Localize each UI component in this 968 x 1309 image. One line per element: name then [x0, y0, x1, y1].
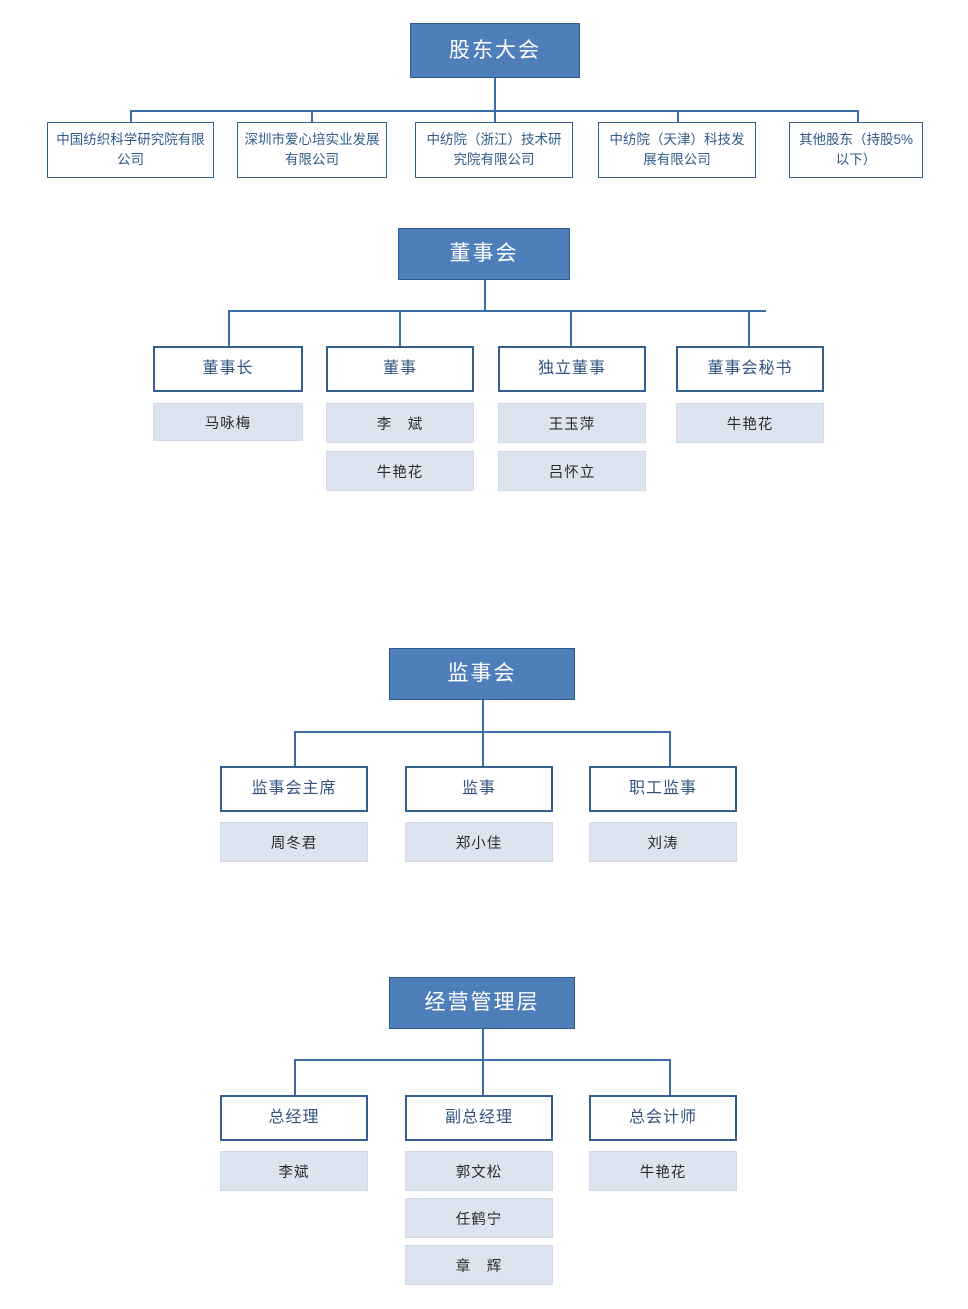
name-label-deputy-general-manager-2: 任鹤宁	[455, 1211, 503, 1228]
name-label-supervisor-chairman-1: 周冬君	[270, 835, 318, 852]
connector-drop-director-2	[399, 310, 401, 346]
name-label-director-2: 牛艳花	[376, 464, 424, 481]
role-box-director[interactable]: 董事	[326, 346, 474, 392]
name-label-general-manager-1: 李斌	[278, 1164, 310, 1181]
connector-drop-management-1	[294, 1059, 296, 1095]
connector-stem-board	[484, 280, 486, 310]
role-box-general-manager[interactable]: 总经理	[220, 1095, 368, 1141]
name-label-director-1: 李 斌	[376, 416, 424, 433]
name-chip-deputy-general-manager-3[interactable]: 章 辉	[405, 1245, 553, 1285]
name-chip-director-2[interactable]: 牛艳花	[326, 451, 474, 491]
connector-drop-shareholder-2	[311, 110, 313, 122]
name-label-independent-director-1: 王玉萍	[548, 416, 596, 433]
management-box[interactable]: 经营管理层	[389, 977, 575, 1029]
name-chip-employee-supervisor-1[interactable]: 刘涛	[589, 822, 737, 862]
board-of-directors-label: 董事会	[449, 242, 519, 266]
name-chip-supervisor-chairman-1[interactable]: 周冬君	[220, 822, 368, 862]
role-label-supervisor: 监事	[461, 780, 496, 797]
shareholder-box-1[interactable]: 中国纺织科学研究院有限公司	[47, 122, 214, 178]
role-label-director: 董事	[382, 360, 417, 377]
connector-stem-management	[482, 1029, 484, 1059]
name-label-employee-supervisor-1: 刘涛	[647, 835, 679, 852]
board-of-directors-box[interactable]: 董事会	[398, 228, 570, 280]
name-label-deputy-general-manager-3: 章 辉	[455, 1258, 503, 1275]
connector-stem-supervisors	[482, 700, 484, 731]
connector-drop-management-2	[482, 1059, 484, 1095]
shareholder-label-5: 其他股东（持股5%以下）	[798, 132, 913, 167]
connector-drop-supervisor-2	[482, 731, 484, 766]
role-box-deputy-general-manager[interactable]: 副总经理	[405, 1095, 553, 1141]
role-box-supervisor[interactable]: 监事	[405, 766, 553, 812]
name-chip-deputy-general-manager-1[interactable]: 郭文松	[405, 1151, 553, 1191]
connector-drop-shareholder-5	[857, 110, 859, 122]
board-of-supervisors-box[interactable]: 监事会	[389, 648, 575, 700]
connector-bus-shareholders	[130, 110, 857, 112]
shareholders-meeting-box[interactable]: 股东大会	[410, 23, 580, 78]
name-chip-deputy-general-manager-2[interactable]: 任鹤宁	[405, 1198, 553, 1238]
role-label-chairman: 董事长	[202, 360, 254, 377]
name-chip-chief-accountant-1[interactable]: 牛艳花	[589, 1151, 737, 1191]
name-label-board-secretary-1: 牛艳花	[726, 416, 774, 433]
shareholder-box-5[interactable]: 其他股东（持股5%以下）	[789, 122, 923, 178]
connector-drop-supervisor-1	[294, 731, 296, 766]
connector-drop-director-1	[228, 310, 230, 346]
name-label-supervisor-1: 郑小佳	[455, 835, 503, 852]
shareholder-box-3[interactable]: 中纺院（浙江）技术研究院有限公司	[415, 122, 573, 178]
connector-drop-director-4	[748, 310, 750, 346]
name-chip-director-1[interactable]: 李 斌	[326, 403, 474, 443]
shareholder-box-2[interactable]: 深圳市爱心培实业发展有限公司	[237, 122, 387, 178]
role-label-deputy-general-manager: 副总经理	[444, 1109, 513, 1126]
name-chip-chairman-1[interactable]: 马咏梅	[153, 403, 303, 441]
role-label-board-secretary: 董事会秘书	[707, 360, 793, 377]
name-chip-supervisor-1[interactable]: 郑小佳	[405, 822, 553, 862]
name-chip-independent-director-1[interactable]: 王玉萍	[498, 403, 646, 443]
connector-drop-shareholder-1	[130, 110, 132, 122]
role-box-chairman[interactable]: 董事长	[153, 346, 303, 392]
connector-drop-shareholder-4	[677, 110, 679, 122]
shareholder-label-4: 中纺院（天津）科技发展有限公司	[609, 132, 745, 167]
role-box-chief-accountant[interactable]: 总会计师	[589, 1095, 737, 1141]
shareholder-label-1: 中国纺织科学研究院有限公司	[56, 132, 205, 167]
role-label-independent-director: 独立董事	[537, 360, 606, 377]
name-label-chief-accountant-1: 牛艳花	[639, 1164, 687, 1181]
name-chip-board-secretary-1[interactable]: 牛艳花	[676, 403, 824, 443]
connector-drop-supervisor-3	[669, 731, 671, 766]
management-label: 经营管理层	[424, 991, 540, 1015]
name-chip-general-manager-1[interactable]: 李斌	[220, 1151, 368, 1191]
role-label-chief-accountant: 总会计师	[628, 1109, 697, 1126]
role-label-supervisor-chairman: 监事会主席	[251, 780, 337, 797]
name-chip-independent-director-2[interactable]: 吕怀立	[498, 451, 646, 491]
role-box-board-secretary[interactable]: 董事会秘书	[676, 346, 824, 392]
connector-drop-shareholder-3	[494, 110, 496, 122]
connector-stem-shareholders	[494, 78, 496, 110]
name-label-deputy-general-manager-1: 郭文松	[455, 1164, 503, 1181]
connector-bus-board	[228, 310, 766, 312]
role-box-supervisor-chairman[interactable]: 监事会主席	[220, 766, 368, 812]
role-box-employee-supervisor[interactable]: 职工监事	[589, 766, 737, 812]
shareholder-label-3: 中纺院（浙江）技术研究院有限公司	[426, 132, 562, 167]
name-label-chairman-1: 马咏梅	[204, 415, 252, 432]
connector-drop-director-3	[570, 310, 572, 346]
connector-drop-management-3	[669, 1059, 671, 1095]
board-of-supervisors-label: 监事会	[447, 662, 517, 686]
shareholder-label-2: 深圳市爱心培实业发展有限公司	[244, 132, 380, 167]
shareholders-meeting-label: 股东大会	[449, 38, 541, 62]
name-label-independent-director-2: 吕怀立	[548, 464, 596, 481]
shareholder-box-4[interactable]: 中纺院（天津）科技发展有限公司	[598, 122, 756, 178]
role-box-independent-director[interactable]: 独立董事	[498, 346, 646, 392]
role-label-general-manager: 总经理	[268, 1109, 320, 1126]
role-label-employee-supervisor: 职工监事	[628, 780, 697, 797]
